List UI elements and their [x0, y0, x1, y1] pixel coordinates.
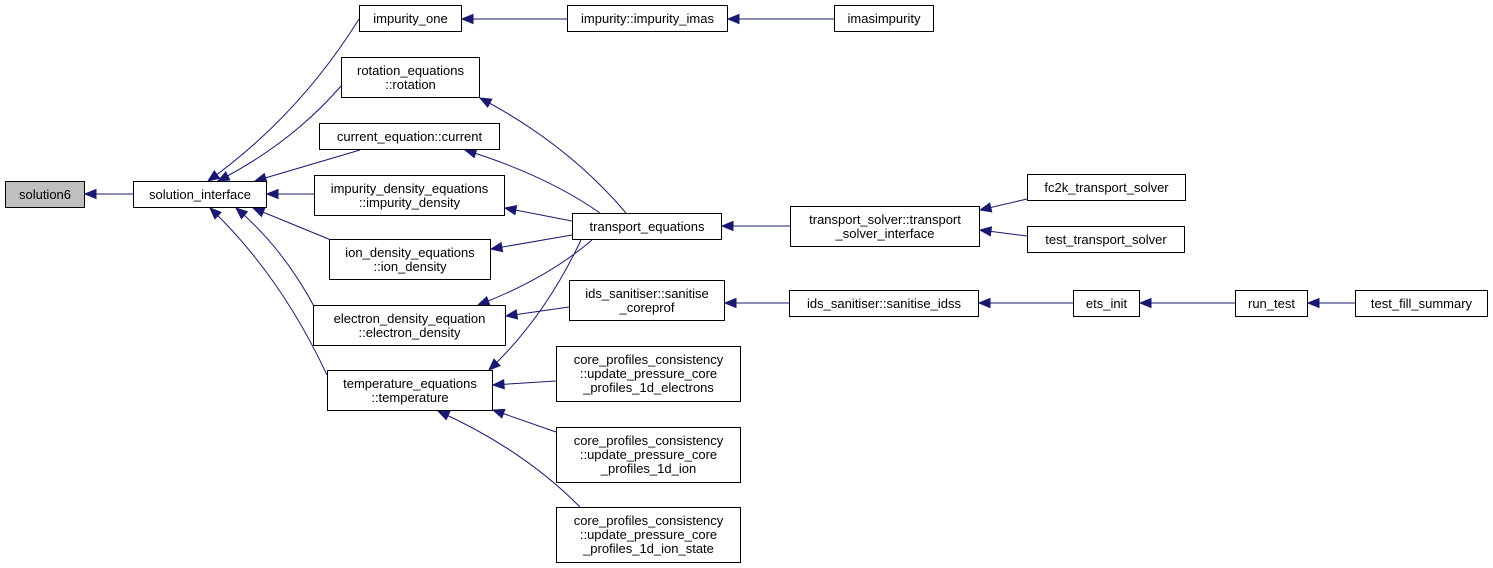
arrowhead-impurity_imas: [726, 13, 740, 25]
node-label-line: ion_density_equations: [345, 244, 475, 260]
node-transport-equations[interactable]: transport_equations: [572, 213, 722, 240]
edge-temperature-to-solution_interface: [209, 207, 328, 376]
node-electron-density[interactable]: electron_density_equation::electron_dens…: [313, 305, 506, 346]
node-impurity-density[interactable]: impurity_density_equations::impurity_den…: [314, 175, 505, 216]
arrowhead-run_test: [1306, 297, 1320, 309]
node-label-line: _solver_interface: [835, 225, 935, 241]
node-label-line: electron_density_equation: [333, 310, 486, 326]
node-label-line: _coreprof: [619, 299, 675, 315]
node-temperature[interactable]: temperature_equations::temperature: [327, 370, 493, 411]
node-test-transport-solver[interactable]: test_transport_solver: [1027, 226, 1185, 253]
node-label-line: ::rotation: [385, 76, 436, 92]
node-label-line: ::electron_density: [358, 324, 461, 340]
arrowhead-transport_solver_interface: [978, 226, 993, 237]
node-label-line: _profiles_1d_electrons: [583, 380, 714, 395]
arrowhead-temperature: [491, 408, 506, 419]
node-label-line: imasimpurity: [847, 10, 921, 26]
node-label-line: ids_sanitiser::sanitise_idss: [807, 295, 961, 311]
node-label-line: ::ion_density: [373, 258, 447, 274]
arrowhead-solution_interface: [209, 207, 222, 220]
edge-current-to-solution_interface: [254, 149, 361, 182]
node-label-line: _profiles_1d_ion_state: [583, 541, 714, 556]
node-rotation[interactable]: rotation_equations::rotation: [341, 57, 480, 98]
arrowhead-impurity_one: [460, 13, 474, 25]
node-fc2k-transport-solver[interactable]: fc2k_transport_solver: [1027, 174, 1186, 201]
arrowhead-temperature: [488, 358, 501, 371]
node-label-line: ::update_pressure_core: [579, 527, 718, 542]
node-label-line: test_transport_solver: [1045, 231, 1167, 247]
node-label-line: solution_interface: [149, 186, 251, 202]
node-label-line: ids_sanitiser::sanitise: [585, 285, 709, 301]
node-label-line: core_profiles_consistency: [573, 513, 724, 528]
node-update-ion[interactable]: core_profiles_consistency::update_pressu…: [556, 427, 741, 483]
arrowhead-rotation: [478, 97, 493, 108]
arrowhead-transport_solver_interface: [978, 202, 993, 213]
node-impurity-one[interactable]: impurity_one: [359, 5, 462, 32]
edge-electron_density-to-solution_interface: [235, 207, 317, 311]
node-label-line: _profiles_1d_ion: [600, 461, 697, 476]
arrowhead-solution6: [83, 188, 97, 200]
arrowhead-solution_interface: [265, 188, 279, 200]
node-sanitise-coreprof[interactable]: ids_sanitiser::sanitise_coreprof: [569, 280, 725, 321]
arrowhead-ion_density: [489, 241, 504, 253]
node-imasimpurity[interactable]: imasimpurity: [834, 5, 934, 32]
arrowhead-temperature: [436, 410, 451, 421]
node-label-line: temperature_equations: [343, 375, 477, 391]
node-label-line: impurity::impurity_imas: [581, 10, 714, 26]
arrowhead-solution_interface: [216, 171, 231, 182]
arrowhead-sanitise_idss: [977, 297, 991, 309]
node-label-line: ::update_pressure_core: [579, 447, 718, 462]
node-label-line: test_fill_summary: [1370, 295, 1473, 311]
arrowhead-solution_interface: [251, 207, 266, 218]
node-update-ion-state[interactable]: core_profiles_consistency::update_pressu…: [556, 507, 741, 563]
node-label-line: fc2k_transport_solver: [1044, 179, 1169, 195]
arrowhead-impurity_density: [503, 205, 518, 216]
edge-rotation-to-solution_interface: [217, 85, 342, 182]
node-label-line: run_test: [1248, 295, 1295, 311]
node-sanitise-idss[interactable]: ids_sanitiser::sanitise_idss: [789, 290, 979, 317]
edge-ion_density-to-solution_interface: [252, 207, 332, 241]
arrowhead-current: [463, 148, 478, 159]
edge-transport_equations-to-rotation: [479, 97, 627, 214]
arrowhead-electron_density: [504, 309, 519, 320]
edge-update_ion_state-to-temperature: [437, 410, 581, 508]
node-label-line: core_profiles_consistency: [573, 433, 724, 448]
edge-transport_equations-to-electron_density: [477, 239, 593, 306]
node-transport-solver-interface[interactable]: transport_solver::transport_solver_inter…: [790, 206, 980, 247]
arrowhead-temperature: [491, 379, 505, 390]
node-label-line: impurity_density_equations: [330, 180, 489, 196]
node-label-line: solution6: [18, 186, 72, 202]
edge-transport_equations-to-current: [464, 149, 601, 214]
node-label-line: impurity_one: [373, 10, 448, 26]
node-label-line: rotation_equations: [357, 62, 464, 78]
arrowhead-solution_interface: [206, 170, 221, 182]
node-label-line: transport_solver::transport: [809, 211, 961, 227]
arrowhead-solution_interface: [234, 207, 249, 220]
arrowhead-transport_equations: [720, 220, 734, 232]
node-label-line: core_profiles_consistency: [573, 352, 724, 367]
node-ion-density[interactable]: ion_density_equations::ion_density: [329, 239, 491, 280]
node-impurity-imas[interactable]: impurity::impurity_imas: [567, 5, 728, 32]
node-label-line: ::update_pressure_core: [579, 366, 718, 381]
edge-transport_equations-to-ion_density: [490, 234, 573, 250]
node-label-line: ets_init: [1085, 295, 1128, 311]
node-solution6: solution6: [5, 181, 85, 208]
node-label-line: transport_equations: [589, 218, 705, 234]
edge-impurity_one-to-solution_interface: [207, 18, 360, 182]
node-update-electrons[interactable]: core_profiles_consistency::update_pressu…: [556, 346, 741, 402]
node-current[interactable]: current_equation::current: [319, 123, 500, 150]
node-label-line: ::temperature: [371, 389, 449, 405]
node-solution-interface[interactable]: solution_interface: [133, 181, 267, 208]
node-ets-init[interactable]: ets_init: [1073, 290, 1140, 317]
node-label-line: ::impurity_density: [358, 194, 461, 210]
node-label-line: current_equation::current: [336, 128, 483, 144]
node-test-fill-summary[interactable]: test_fill_summary: [1355, 290, 1488, 317]
arrowhead-ets_init: [1138, 297, 1152, 309]
arrowhead-sanitise_coreprof: [723, 297, 737, 309]
node-run-test[interactable]: run_test: [1235, 290, 1308, 317]
